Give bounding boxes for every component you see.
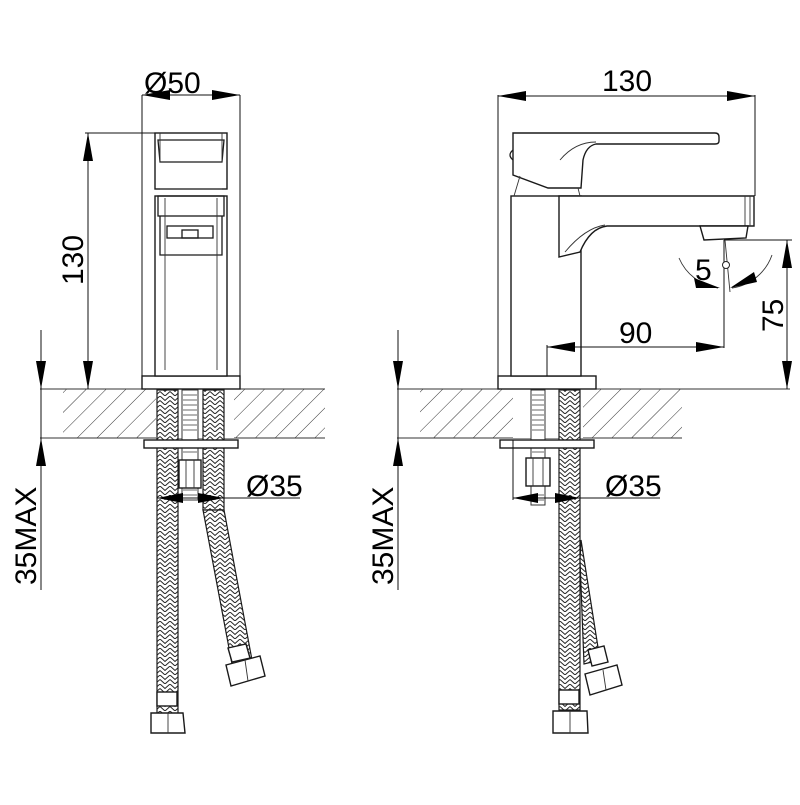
dimension-height-75: 75 (724, 239, 792, 389)
label-diameter-50: Ø50 (144, 67, 201, 100)
side-view: 130 90 75 5 (367, 65, 792, 734)
hoses-side (499, 389, 623, 734)
tap-body-side (497, 132, 755, 390)
dimension-angle-5: 5 (678, 239, 773, 293)
label-diameter-35-front: Ø35 (246, 470, 303, 503)
label-35max-side: 35MAX (367, 487, 400, 585)
dimension-reach-90: 90 (546, 240, 725, 376)
dimension-35max-side: 35MAX (367, 330, 403, 590)
hoses-front (143, 389, 266, 734)
label-angle-5: 5 (695, 254, 712, 287)
label-35max-front: 35MAX (10, 487, 43, 585)
dimension-diameter-35-side: Ø35 (512, 440, 662, 503)
label-diameter-35-side: Ø35 (605, 470, 662, 503)
dimension-height-130: 130 (57, 132, 155, 389)
dimension-length-130: 130 (497, 65, 756, 376)
countertop-section-side (397, 388, 790, 439)
label-length-130: 130 (602, 65, 652, 98)
label-reach-90: 90 (619, 317, 652, 350)
tap-body-front (141, 132, 241, 390)
label-height-130: 130 (57, 235, 90, 285)
dimension-35max-front: 35MAX (10, 330, 46, 590)
dimension-diameter-50: Ø50 (141, 67, 241, 376)
label-height-75: 75 (757, 299, 790, 332)
front-view: Ø50 130 Ø35 35MAX (10, 67, 325, 734)
dimension-diameter-35-front: Ø35 (157, 470, 303, 503)
